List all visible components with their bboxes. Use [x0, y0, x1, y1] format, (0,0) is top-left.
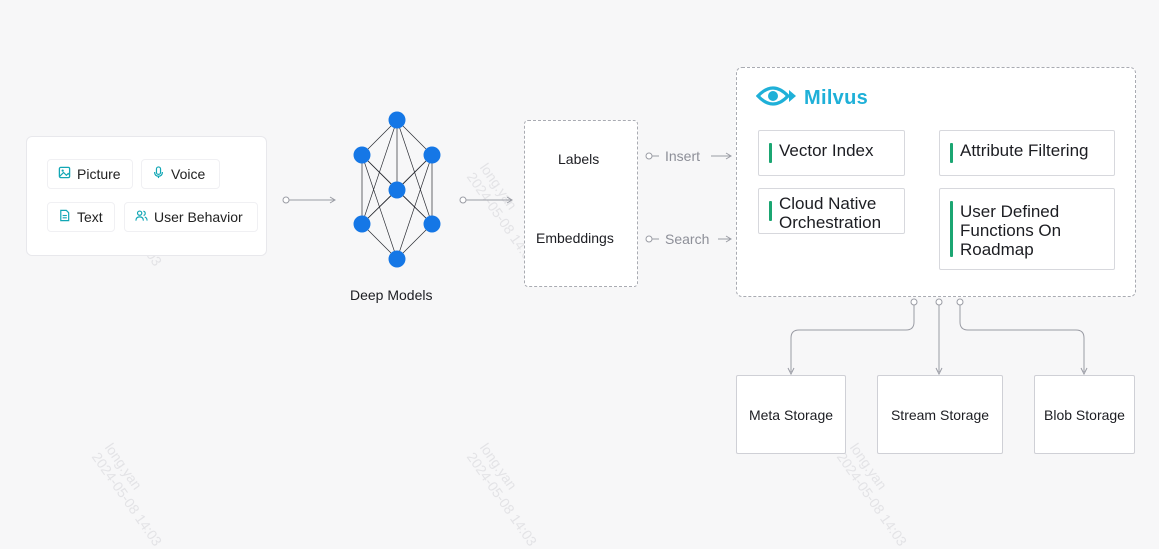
deep-models-label: Deep Models: [350, 287, 433, 303]
storage-label: Blob Storage: [1044, 406, 1125, 423]
feature-label: Functions On: [960, 221, 1062, 240]
milvus-logo: Milvus: [755, 82, 869, 115]
feature-label: Vector Index: [779, 141, 874, 160]
arrow-search: [645, 235, 732, 243]
storage-label: Meta Storage: [748, 406, 834, 423]
eye-logo-icon: [755, 82, 798, 115]
microphone-icon: [152, 166, 165, 182]
blob-storage-box: Blob Storage: [1034, 375, 1135, 454]
arrow-insert: [645, 152, 732, 160]
input-chip-user-behavior: User Behavior: [124, 202, 258, 232]
storage-label: Stream Storage: [890, 406, 990, 423]
meta-storage-box: Meta Storage: [736, 375, 846, 454]
neural-network-icon: [353, 111, 441, 268]
search-label: Search: [665, 231, 710, 247]
input-chip-text: Text: [47, 202, 115, 232]
connectors: [282, 152, 1088, 376]
input-label: Text: [77, 209, 103, 225]
arrow-inputs-to-models: [282, 196, 336, 204]
input-label: User Behavior: [154, 209, 243, 225]
arrows-to-storage: [787, 298, 1088, 376]
users-icon: [135, 209, 148, 225]
feature-label: Roadmap: [960, 240, 1034, 259]
inputs-panel: [26, 136, 267, 256]
feature-label: Orchestration: [779, 213, 882, 232]
input-chip-picture: Picture: [47, 159, 133, 189]
feature-attribute-filtering: Attribute Filtering: [939, 130, 1115, 176]
labels-text: Labels: [558, 151, 600, 167]
input-label: Voice: [171, 166, 206, 182]
feature-vector-index: Vector Index: [758, 130, 905, 176]
outputs-panel: [524, 120, 638, 287]
input-chip-voice: Voice: [141, 159, 220, 189]
feature-label: Cloud Native: [779, 194, 877, 213]
feature-user-defined-functions: User Defined Functions On Roadmap: [939, 188, 1115, 270]
feature-label: Attribute Filtering: [960, 141, 1089, 160]
image-icon: [58, 166, 71, 182]
feature-cloud-native-orchestration: Cloud Native Orchestration: [758, 188, 905, 234]
document-icon: [58, 209, 71, 225]
stream-storage-box: Stream Storage: [877, 375, 1003, 454]
feature-label: User Defined: [960, 202, 1060, 221]
arrow-models-to-outputs: [459, 196, 513, 204]
milvus-brand: Milvus: [804, 87, 869, 109]
embeddings-text: Embeddings: [536, 230, 614, 246]
insert-label: Insert: [665, 148, 701, 164]
input-label: Picture: [77, 166, 121, 182]
